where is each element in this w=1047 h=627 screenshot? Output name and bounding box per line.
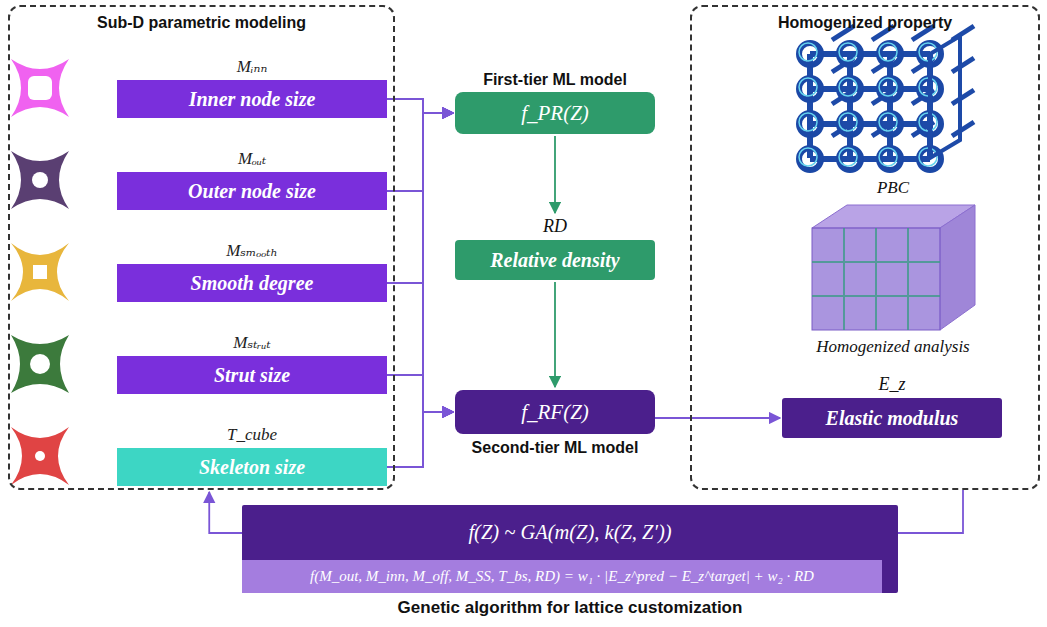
connector xyxy=(387,283,453,412)
lattice-highlight xyxy=(799,148,817,166)
heading-text: T_cube xyxy=(227,425,277,445)
parameter-bar: MₒᵤₜOuter node size xyxy=(117,172,387,210)
heading-text: Mₒᵤₜ xyxy=(238,148,266,169)
output-box: RDRelative density xyxy=(455,240,655,280)
lattice-node xyxy=(879,113,901,135)
connector xyxy=(387,375,453,412)
heading-text: Homogenized property xyxy=(778,14,952,32)
box-text: Strut size xyxy=(214,364,290,387)
box-text: f_RF(Z) xyxy=(521,400,589,425)
lattice-highlight xyxy=(839,148,857,166)
lattice-node xyxy=(879,148,901,170)
box-text: f(M_out, M_inn, M_off, M_SS, T_bs, RD) =… xyxy=(310,568,814,585)
output-box: E_zElastic modulus xyxy=(782,398,1002,438)
figure-caption: PBC xyxy=(877,178,909,198)
lattice-node xyxy=(879,43,901,65)
connector xyxy=(554,282,556,387)
group-panel: Homogenized propertyE_zElastic modulus xyxy=(690,5,1040,490)
lattice-node xyxy=(799,78,821,100)
lattice-node xyxy=(799,148,821,170)
box-text: Relative density xyxy=(490,249,619,272)
lattice-highlight xyxy=(879,148,897,166)
lattice-side xyxy=(930,36,960,158)
lattice-strut xyxy=(952,90,974,104)
node-icon xyxy=(11,59,69,117)
node-icon xyxy=(11,427,69,485)
parameter-bar: T_cubeSkeleton size xyxy=(117,448,387,486)
lattice-highlight xyxy=(839,113,857,131)
objective-band: f(M_out, M_inn, M_off, M_SS, T_bs, RD) =… xyxy=(242,560,882,593)
lattice-strut xyxy=(952,122,974,136)
lattice-illustration xyxy=(799,26,974,170)
heading-text: Mₛₘₒₒₜₕ xyxy=(226,240,278,261)
lattice-node xyxy=(799,43,821,65)
lattice-strut xyxy=(810,121,930,127)
box-text: Skeleton size xyxy=(199,456,305,479)
connector xyxy=(209,492,242,533)
figure-caption: Homogenized analysis xyxy=(816,337,969,357)
lattice-strut xyxy=(887,54,893,158)
lattice-highlight xyxy=(879,43,897,61)
heading-text: E_z xyxy=(879,374,906,395)
model-box: f_RF(Z)Second-tier ML model xyxy=(455,390,655,434)
lattice-highlight xyxy=(839,43,857,61)
connector xyxy=(387,412,453,467)
node-icon xyxy=(11,243,69,301)
lattice-highlight xyxy=(879,113,897,131)
lattice-highlight xyxy=(879,78,897,96)
lattice-strut xyxy=(810,86,930,92)
box-text: Smooth degree xyxy=(191,272,314,295)
heading-text: Genetic algorithm for lattice customizat… xyxy=(398,598,743,618)
lattice-highlight xyxy=(799,43,817,61)
node-icon xyxy=(11,335,69,393)
box-text: f(Z) ~ GA(m(Z), k(Z, Z′)) xyxy=(242,505,898,560)
box-text: Elastic modulus xyxy=(826,407,959,430)
box-text: Inner node size xyxy=(189,88,316,111)
connector xyxy=(387,113,453,467)
connector xyxy=(387,113,453,283)
lattice-strut xyxy=(810,51,930,57)
lattice-highlight xyxy=(839,78,857,96)
homogenized-cube xyxy=(812,205,975,330)
heading-text: Second-tier ML model xyxy=(472,439,639,457)
lattice-node xyxy=(839,43,861,65)
lattice-node xyxy=(839,113,861,135)
parameter-bar: MₛₜᵣᵤₜStrut size xyxy=(117,356,387,394)
connector xyxy=(898,490,963,533)
connector xyxy=(387,99,453,113)
lattice-node xyxy=(839,148,861,170)
node-icon xyxy=(11,151,69,209)
heading-text: Mᵢₙₙ xyxy=(237,56,268,77)
connector xyxy=(387,113,453,375)
lattice-highlight xyxy=(799,78,817,96)
lattice-node xyxy=(839,78,861,100)
group-panel: Sub-D parametric modelingMᵢₙₙInner node … xyxy=(8,5,395,490)
connector xyxy=(655,417,780,419)
lattice-strut xyxy=(807,54,813,158)
lattice-highlight xyxy=(799,113,817,131)
model-box: First-tier ML modelf_PR(Z) xyxy=(455,92,655,134)
connector xyxy=(554,136,556,213)
optimizer-box: f(Z) ~ GA(m(Z), k(Z, Z′))Genetic algorit… xyxy=(242,505,898,593)
heading-text: First-tier ML model xyxy=(483,71,627,89)
connector xyxy=(387,113,453,191)
parameter-bar: MᵢₙₙInner node size xyxy=(117,80,387,118)
heading-text: RD xyxy=(543,216,567,237)
heading-text: Mₛₜᵣᵤₜ xyxy=(233,332,270,353)
box-text: Outer node size xyxy=(188,180,316,203)
connector xyxy=(387,99,453,412)
lattice-strut xyxy=(952,58,974,72)
parameter-bar: MₛₘₒₒₜₕSmooth degree xyxy=(117,264,387,302)
box-text: f_PR(Z) xyxy=(521,101,589,126)
lattice-node xyxy=(879,78,901,100)
lattice-node xyxy=(799,113,821,135)
connector xyxy=(387,191,453,412)
heading-text: Sub-D parametric modeling xyxy=(97,14,306,32)
lattice-strut xyxy=(810,156,930,162)
lattice-strut xyxy=(847,54,853,158)
